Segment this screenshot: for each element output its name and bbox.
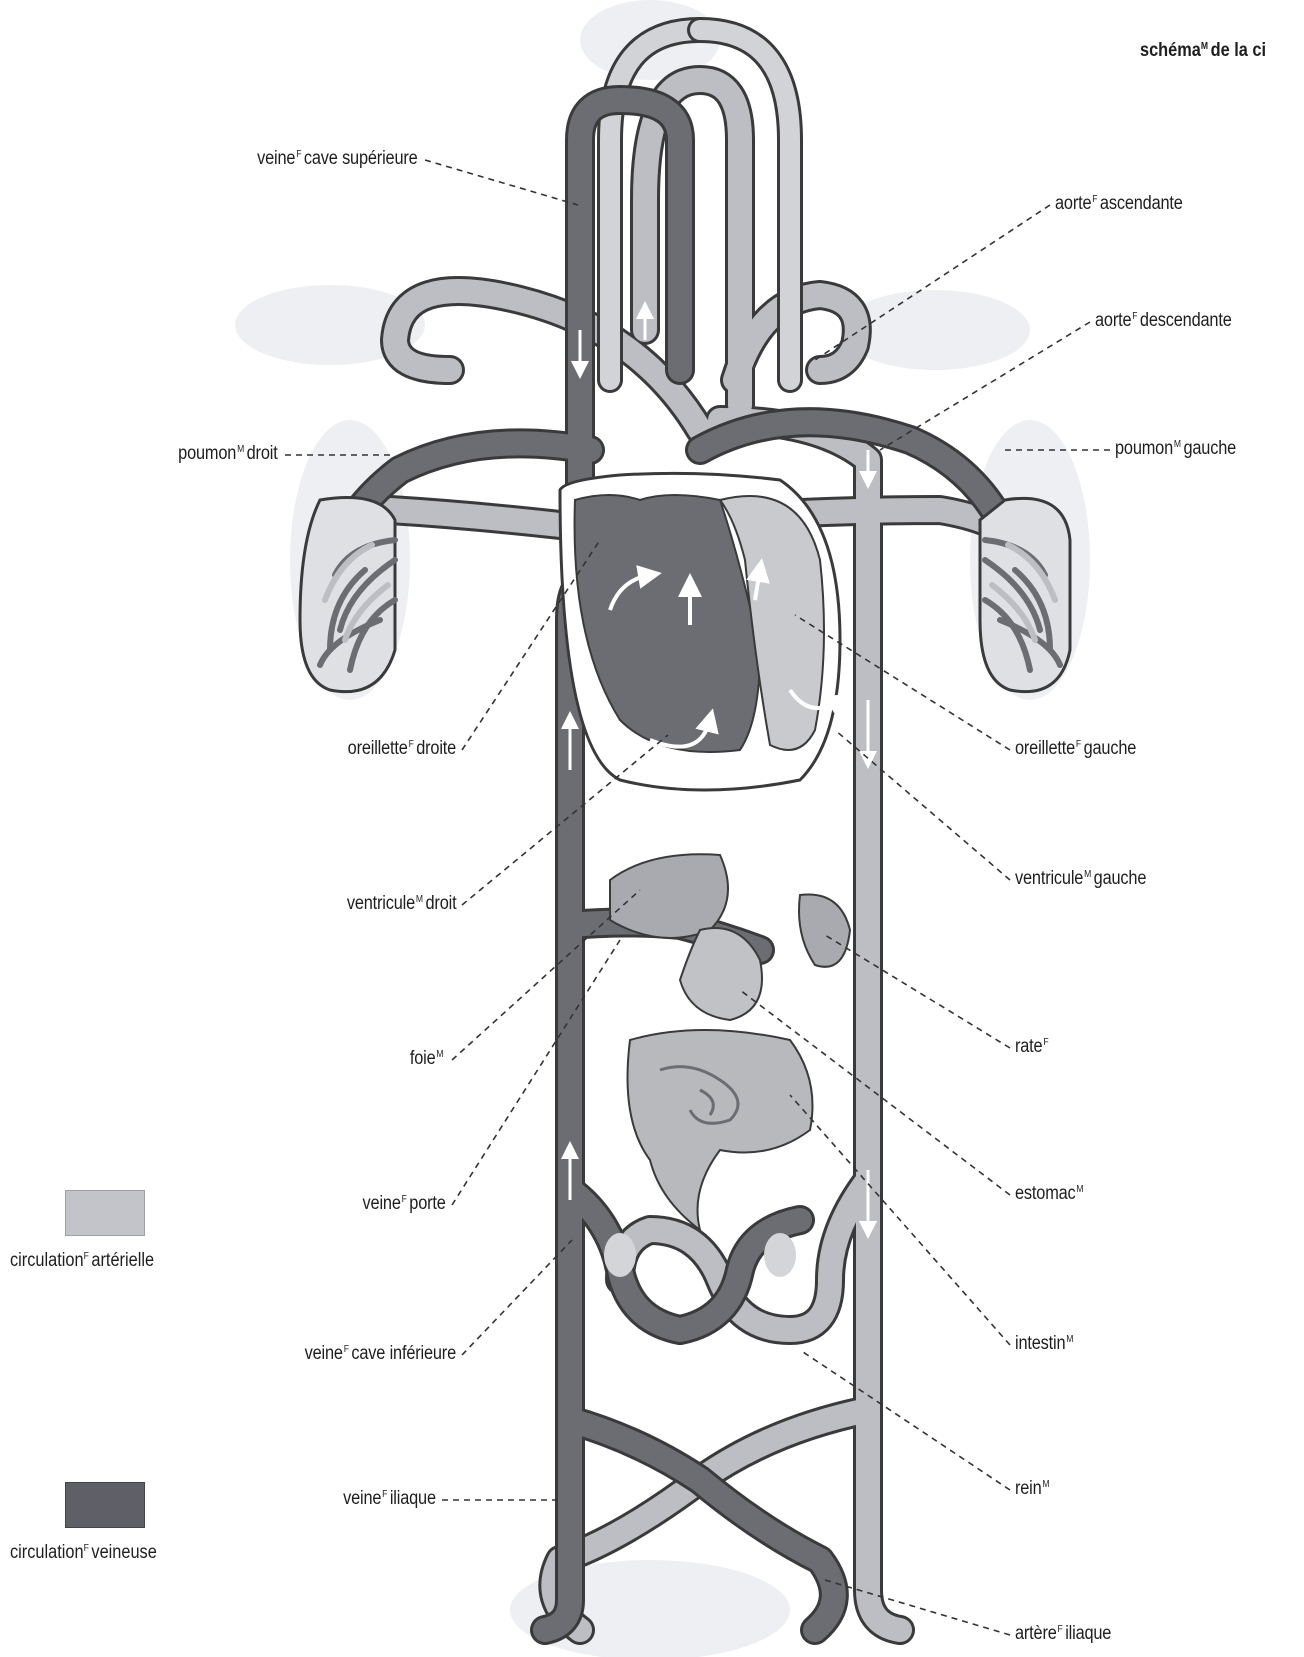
liver-shape (610, 854, 728, 938)
legend-venous-swatch (65, 1482, 145, 1528)
label-intestine: intestinM (1015, 1333, 1076, 1355)
body-halo (235, 0, 1090, 1657)
left-lung (980, 498, 1070, 691)
label-liver: foieM (410, 1048, 446, 1070)
intestine-shape (628, 1030, 813, 1230)
right-kidney-shape (604, 1233, 636, 1277)
label-spleen: rateF (1015, 1036, 1051, 1058)
left-kidney-shape (764, 1233, 796, 1277)
right-lung (300, 498, 395, 692)
legend-arterial-swatch (65, 1190, 145, 1236)
spleen-shape (799, 894, 850, 966)
heart (560, 473, 840, 790)
label-kidney: reinM (1015, 1478, 1052, 1500)
label-stomach: estomacM (1015, 1183, 1086, 1205)
